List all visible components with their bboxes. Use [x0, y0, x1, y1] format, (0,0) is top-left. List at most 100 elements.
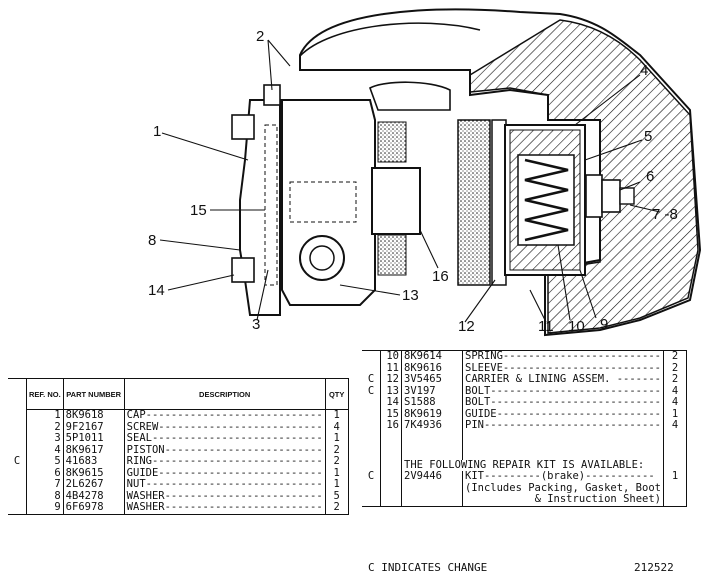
quantity: 1 — [325, 409, 349, 422]
change-mark — [362, 420, 381, 432]
change-mark — [362, 397, 381, 409]
ref-number: 13 — [380, 385, 402, 397]
end-cap — [231, 84, 281, 316]
quantity: 2 — [663, 373, 687, 386]
description: GUIDE-------------------------- — [124, 467, 326, 479]
description: SLEEVE------------------------- — [462, 362, 664, 374]
ref-number: 2 — [26, 421, 64, 433]
callout-10: 10 — [568, 318, 585, 335]
ref-number: 1 — [26, 409, 64, 422]
ref-number: 5 — [26, 455, 64, 468]
description: BOLT--------------------------- — [462, 385, 664, 397]
part-number: 7K4936 — [401, 419, 463, 432]
description: NUT---------------------------- — [124, 478, 326, 491]
ref-number: 10 — [380, 350, 402, 363]
part-number: 9F2167 — [63, 421, 125, 433]
change-legend: C INDICATES CHANGE — [368, 561, 488, 574]
change-mark: C — [13, 455, 21, 467]
callout-16: 16 — [432, 268, 449, 285]
change-mark — [8, 433, 27, 445]
quantity: 5 — [325, 490, 349, 502]
callout-2: 2 — [256, 28, 265, 45]
callout-7-8: 7 -8 — [652, 206, 678, 223]
kit-note-row-1: (Includes Packing, Gasket, Boot — [362, 482, 687, 494]
change-mark: C — [367, 384, 375, 397]
kit-heading-row: THE FOLLOWING REPAIR KIT IS AVAILABLE: — [362, 459, 687, 471]
change-mark — [8, 410, 27, 422]
ref-number: 11 — [380, 362, 402, 374]
description: GUIDE-------------------------- — [462, 408, 664, 420]
part-number: 8K9617 — [63, 444, 125, 456]
change-mark — [8, 502, 27, 514]
callout-11: 11 — [538, 318, 554, 335]
part-number: 8K9619 — [401, 408, 463, 420]
description: SEAL--------------------------- — [124, 432, 326, 445]
part-number: 8K9616 — [401, 362, 463, 374]
kit-heading: THE FOLLOWING REPAIR KIT IS AVAILABLE: — [401, 459, 664, 471]
kit-note-1: (Includes Packing, Gasket, Boot — [462, 482, 664, 494]
kit-row: C 2V9446 KIT---------(brake)----------- … — [362, 470, 687, 483]
quantity: 2 — [325, 444, 349, 456]
kit-part-number: 2V9446 — [401, 470, 463, 483]
description: BOLT--------------------------- — [462, 396, 664, 409]
callout-14: 14 — [148, 282, 165, 299]
quantity: 1 — [325, 478, 349, 491]
ref-number: 14 — [380, 396, 402, 409]
kit-note-row-2: & Instruction Sheet) — [362, 493, 687, 506]
figure-number: 212522 — [634, 561, 674, 574]
brake-assembly-drawing — [159, 8, 702, 337]
ref-number: 7 — [26, 478, 64, 491]
description: PISTON------------------------- — [124, 444, 326, 456]
change-mark — [8, 479, 27, 491]
change-mark — [362, 351, 381, 363]
callout-12: 12 — [458, 318, 475, 335]
quantity: 4 — [663, 385, 687, 397]
change-mark: C — [367, 373, 375, 385]
ref-number: 6 — [26, 467, 64, 479]
description: CARRIER & LINING ASSEM. ------- — [462, 373, 664, 386]
change-mark — [8, 491, 27, 503]
description: SCREW-------------------------- — [124, 421, 326, 433]
description: SPRING------------------------- — [462, 350, 664, 363]
change-mark — [362, 409, 381, 421]
part-number: 3V197 — [401, 385, 463, 397]
header-description: DESCRIPTION — [124, 378, 326, 410]
description: RING--------------------------- — [124, 455, 326, 468]
kit-qty: 1 — [663, 470, 687, 483]
quantity: 2 — [325, 501, 349, 514]
header-ref: REF. NO. — [26, 378, 64, 410]
change-mark — [8, 422, 27, 434]
part-number: 3V5465 — [401, 373, 463, 386]
part-number: 41683 — [63, 455, 125, 468]
part-number: 4B4278 — [63, 490, 125, 502]
change-mark: C — [367, 470, 375, 482]
description: WASHER------------------------- — [124, 490, 326, 502]
housing-section — [299, 8, 702, 337]
callout-1: 1 — [153, 123, 162, 140]
leader-lines — [159, 39, 661, 323]
disc-and-pins — [371, 119, 507, 286]
quantity: 1 — [325, 432, 349, 445]
ref-number: 16 — [380, 419, 402, 432]
header-part: PART NUMBER — [63, 378, 125, 410]
quantity: 2 — [663, 362, 687, 374]
ref-number: 4 — [26, 444, 64, 456]
part-number: 8K9614 — [401, 350, 463, 363]
ref-number: 8 — [26, 490, 64, 502]
callout-5: 5 — [644, 128, 653, 145]
callout-3: 3 — [252, 316, 261, 333]
